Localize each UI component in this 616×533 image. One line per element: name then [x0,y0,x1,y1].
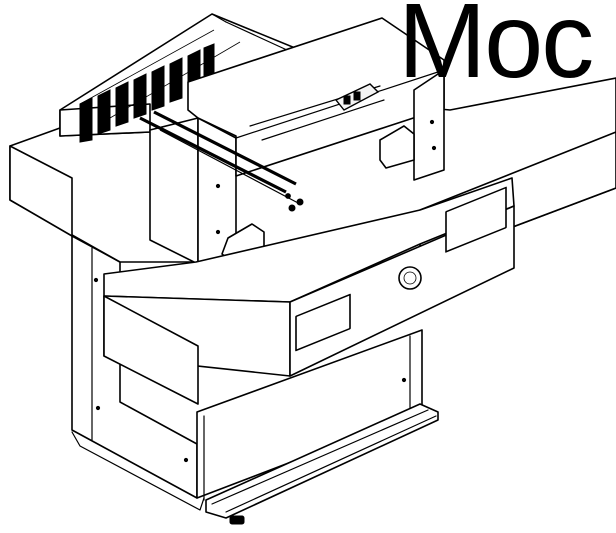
table-left-face [9,145,73,237]
gauge-finger [151,65,165,111]
screw [429,119,435,125]
console-top-strip [289,205,515,377]
spindle-rod [139,116,287,194]
spindle-rod-thin [159,129,301,205]
pedal-bar [205,403,439,519]
screw [401,377,407,383]
beam-slot [261,99,385,141]
pedal-foot [229,515,245,525]
rear-edge [211,13,227,23]
deck-left-block [103,295,199,405]
blade-frame [149,17,445,271]
heading-text: Moc [398,0,594,100]
spindle-rods [139,110,304,212]
foot-pedal [205,403,439,525]
rod-end [288,204,296,212]
screw [431,145,437,151]
rear-line [79,29,215,105]
rod-end [296,198,304,206]
screw [215,183,221,189]
display-window-right [445,186,507,253]
pedal-edge [211,409,429,505]
screw [183,457,189,463]
handle-grip [353,91,361,101]
gauge-finger [169,57,183,103]
screw [93,277,99,283]
control-knob [398,266,422,290]
rod-end [285,193,291,199]
pedal-edge [225,415,437,513]
stand-base [71,431,205,511]
spindle-rod [153,110,297,186]
display-window-left [295,293,351,352]
gauge-finger [133,73,147,119]
handle-grip [343,95,351,105]
gauge-finger [115,81,129,127]
top-beam [187,17,445,177]
front-deck [103,177,515,405]
gauge-finger [97,89,111,135]
screw [215,229,221,235]
gauge-finger [79,97,93,143]
left-upright [149,117,199,265]
knob-ring [403,271,417,285]
right-side-guide [379,125,415,169]
screw [95,405,101,411]
